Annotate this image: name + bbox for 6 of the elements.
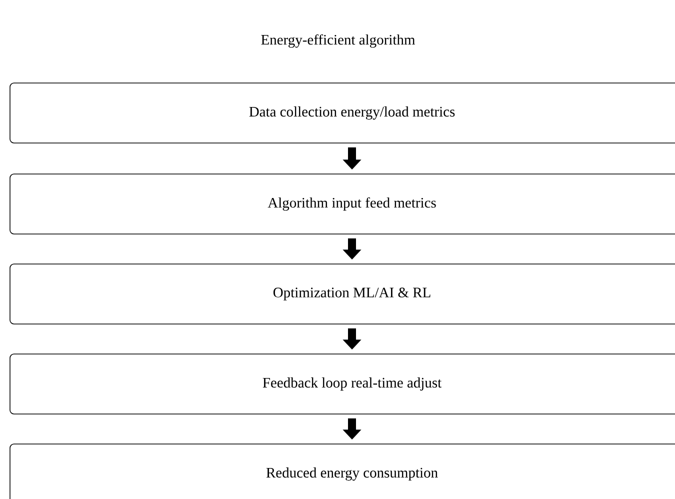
process-box: Reduced energy consumption	[10, 444, 675, 499]
title: Energy-efficient algorithm	[261, 34, 416, 48]
process-box: Feedback loop real-time adjust	[10, 354, 675, 414]
process-box: Optimization ML/AI & RL	[10, 264, 675, 324]
process-box: Algorithm input feed metrics	[10, 174, 675, 234]
process-box: Data collection energy/load metrics	[10, 82, 675, 144]
